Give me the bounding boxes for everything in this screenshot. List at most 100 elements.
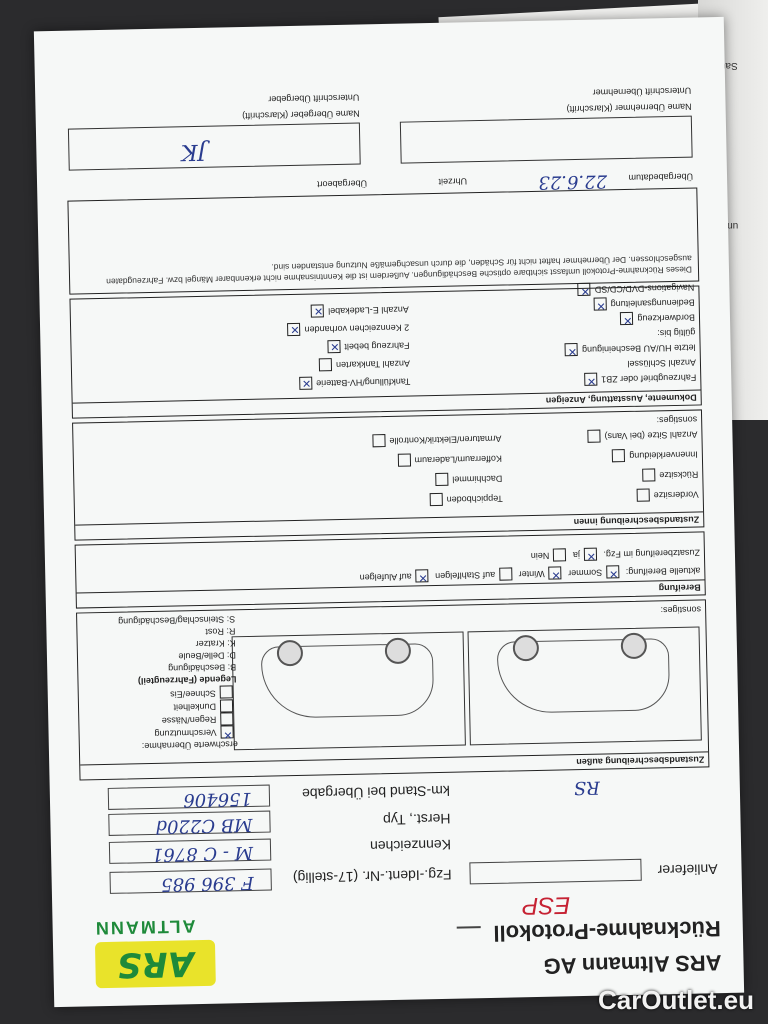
logo-mark: ARS <box>94 939 216 989</box>
tank-item: Fahrzeug bebelt <box>344 340 410 352</box>
terms-paragraph: Dieses Rücknahme-Protokoll umfasst sicht… <box>106 253 693 287</box>
checkbox[interactable] <box>612 448 626 463</box>
checkbox[interactable] <box>642 468 656 482</box>
interior-item: Armaturen/Elektrik/Kontrolle <box>389 433 502 446</box>
checkbox[interactable] <box>620 311 634 325</box>
kennzeichen-value: M - C 8761 <box>151 841 254 866</box>
checkbox[interactable] <box>220 712 234 726</box>
section-interior: Zustandsbeschreibung innen Vordersitze R… <box>72 409 705 541</box>
checkbox[interactable] <box>318 358 333 372</box>
signature-sub-left: Unterschrift Übernehmer <box>592 85 692 98</box>
no-option: Nein <box>530 550 550 562</box>
car-diagram-right <box>231 631 466 751</box>
tank-item: Anzahl E-Ladekabel <box>328 304 409 317</box>
signature-mark: JK <box>180 138 207 165</box>
checkbox[interactable] <box>584 372 598 386</box>
interior-item: Teppichboden <box>446 493 503 505</box>
time-label: Uhrzeit <box>438 176 468 187</box>
checkbox[interactable] <box>593 297 607 311</box>
company-name: ARS Altmann AG <box>543 950 722 979</box>
signature-label-right: Name Übergeber (Klarschrift) <box>242 108 360 121</box>
initials-mark: RS <box>573 776 601 799</box>
checkbox[interactable] <box>415 569 429 583</box>
label-hersteller: Herst., Typ <box>382 810 451 829</box>
checkbox[interactable] <box>429 492 443 507</box>
label-anlieferer: Anlieferer <box>657 861 718 879</box>
signature-field-left[interactable] <box>399 115 693 164</box>
checkbox[interactable] <box>548 566 562 580</box>
interior-mid-list: Teppichboden Dachhimmel Kofferraum/Lader… <box>368 429 503 512</box>
section-documents: Dokumente, Ausstattung, Anzeigen Fahrzeu… <box>69 283 702 419</box>
doc-item: gültig bis: <box>657 327 696 339</box>
tank-item: Tankfüllung/HV-Batterie <box>316 376 411 389</box>
tire-option: Sommer <box>568 567 603 579</box>
legend-block: erschwerte Übernahme: Verschmutzung Rege… <box>85 614 238 754</box>
legend-label: Schnee/Eis <box>170 688 216 700</box>
form-title: Rücknahme-Protokoll <box>457 915 721 947</box>
checkbox[interactable] <box>553 548 567 562</box>
form-header: ARS Altmann AG Rücknahme-Protokoll ESP A… <box>74 885 722 989</box>
checkbox[interactable] <box>577 282 591 296</box>
anlieferer-field[interactable] <box>469 858 642 885</box>
checkbox[interactable] <box>299 376 313 390</box>
fzg-ident-value: F 396 985 <box>160 871 254 895</box>
checkbox[interactable] <box>564 342 579 357</box>
checkbox[interactable] <box>287 322 301 336</box>
checkbox[interactable] <box>636 488 650 502</box>
legend-label: Regen/Nässe <box>161 714 217 726</box>
protocol-sheet: ARS Altmann AG Rücknahme-Protokoll ESP A… <box>33 16 745 1008</box>
label-kennzeichen: Kennzeichen <box>369 836 452 855</box>
section-exterior: Zustandsbeschreibung außen erschwerte Üb… <box>76 599 710 781</box>
interior-item: Anzahl Sitze (bei Vans) <box>604 429 698 442</box>
interior-notes-label: sonstiges: <box>656 414 698 426</box>
interior-item: Innenverkleidung <box>629 449 698 461</box>
doc-item: letzte HU/AU Bescheinigung <box>581 342 696 355</box>
signature-field-right[interactable] <box>67 122 361 171</box>
tank-list: Tankfüllung/HV-Batterie Anzahl Tankkarte… <box>283 301 410 394</box>
checkbox[interactable] <box>583 547 598 561</box>
sheet-content: ARS Altmann AG Rücknahme-Protokoll ESP A… <box>34 17 744 1007</box>
doc-item: Navigations-DVD/CD/SD <box>594 282 695 295</box>
doc-item: Bedienungsanleitung <box>610 297 695 310</box>
signature-label-left: Name Übernehmer (Klarschrift) <box>566 101 692 115</box>
checkbox[interactable] <box>219 685 233 700</box>
ars-logo: ARS ALTMANN <box>74 908 216 989</box>
watermark: CarOutlet.eu <box>597 985 754 1015</box>
exterior-title: Zustandsbeschreibung außen <box>80 751 709 780</box>
interior-item: Dachhimmel <box>452 473 503 485</box>
place-label: Übergabeort <box>316 178 368 190</box>
documents-list: Fahrzeugbrief oder ZB1 Anzahl Schlüssel … <box>560 280 697 388</box>
signature-flourish-icon <box>457 926 482 941</box>
handover-date-value: 22.6.23 <box>538 170 608 193</box>
checkbox[interactable] <box>219 698 234 713</box>
interior-item: Vordersitze <box>653 489 699 501</box>
legend-label: Dunkelheit <box>173 701 217 713</box>
interior-left-list: Vordersitze Rücksitze Innenverkleidung A… <box>583 425 699 507</box>
section-terms: Dieses Rücknahme-Protokoll umfasst sicht… <box>67 187 700 295</box>
label-fzg-ident: Fzg.-Ident.-Nr. (17-stellig) <box>292 866 452 887</box>
legend-label: Verschmutzung <box>154 727 217 739</box>
car-diagram-left <box>467 626 702 746</box>
label-km-stand: km-Stand bei Übergabe <box>301 782 451 802</box>
doc-item: Fahrzeugbrief oder ZB1 <box>601 372 697 385</box>
checkbox[interactable] <box>397 453 411 467</box>
signature-sub-right: Unterschrift Übergeber <box>268 92 360 105</box>
tire-option: Winter <box>518 568 545 580</box>
checkbox[interactable] <box>220 725 234 739</box>
checkbox[interactable] <box>372 433 386 448</box>
checkbox[interactable] <box>311 304 325 318</box>
checkbox[interactable] <box>327 339 341 354</box>
tire-option: auf Stahlfelgen <box>435 569 496 582</box>
interior-item: Rücksitze <box>659 469 699 481</box>
checkbox[interactable] <box>587 429 601 443</box>
handwritten-note: ESP <box>521 891 571 920</box>
checkbox[interactable] <box>499 567 513 581</box>
yes-option: ja <box>572 550 580 561</box>
handover-date-label: Übergabedatum <box>628 171 694 183</box>
interior-item: Kofferraum/Laderaum <box>414 453 503 466</box>
extra-tires-label: Zusatzbereifung im Fzg. <box>603 547 701 560</box>
checkbox[interactable] <box>435 472 449 486</box>
exterior-notes-label: sonstiges: <box>660 604 702 616</box>
tire-option: auf Alufelgen <box>359 571 412 583</box>
checkbox[interactable] <box>606 565 620 579</box>
